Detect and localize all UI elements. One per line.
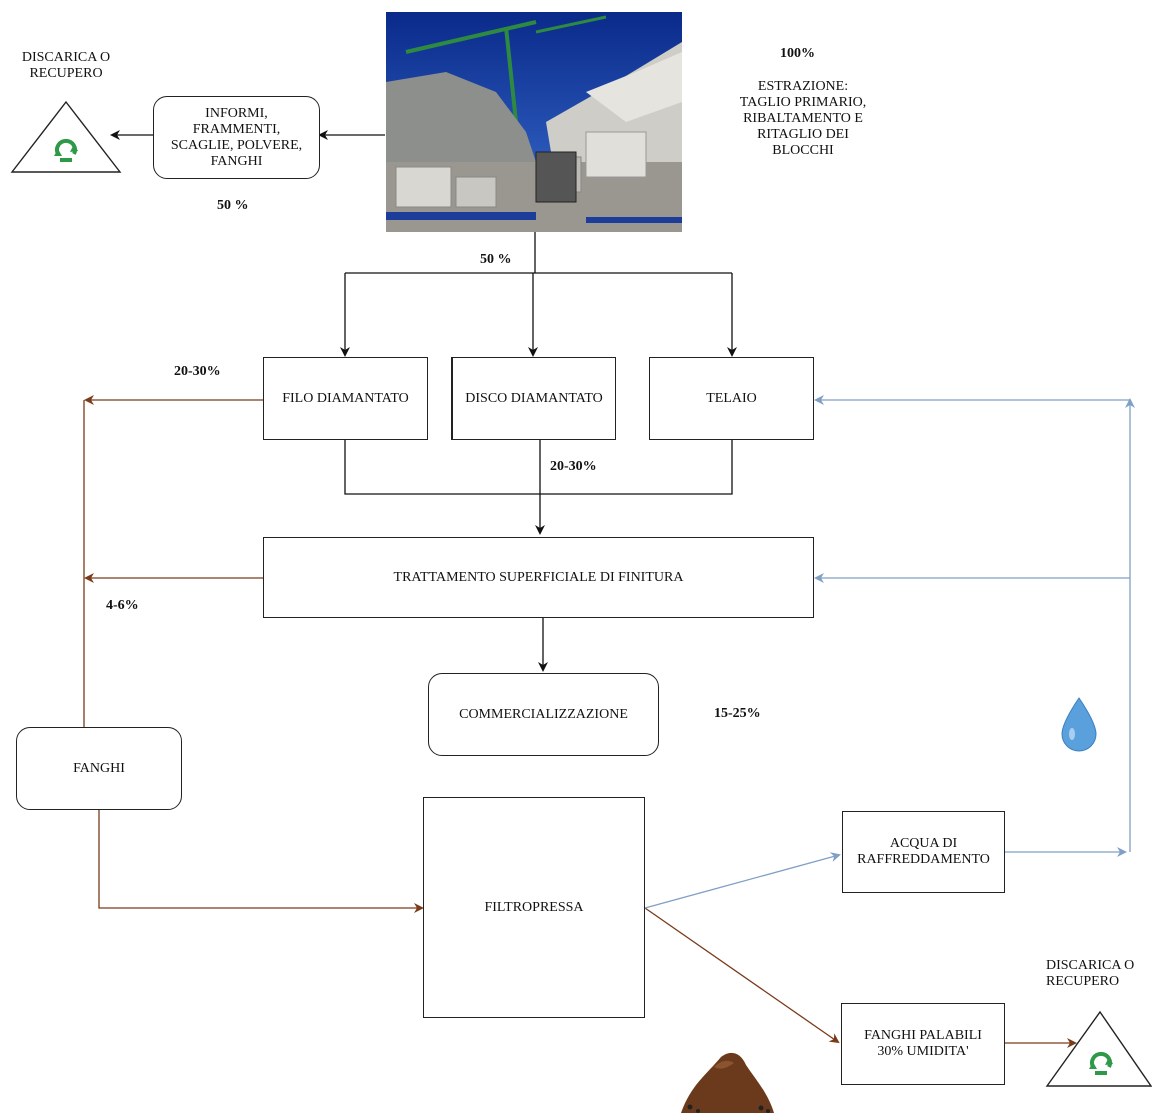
node-fanghi: FANGHI <box>16 727 182 810</box>
left-disposal-label: DISCARICA O RECUPERO <box>21 50 111 81</box>
left-disposal-triangle <box>10 100 122 173</box>
recycle-icon <box>54 138 78 162</box>
waste-box: INFORMI, FRAMMENTI, SCAGLIE, POLVERE, FA… <box>153 96 320 179</box>
percent-finishing: 4-6% <box>106 598 139 613</box>
node-fanghi-label: FANGHI <box>73 760 125 776</box>
node-acqua-label: ACQUA DI RAFFREDDAMENTO <box>857 836 990 867</box>
edge-filtropressa-to-palabili <box>644 907 840 1044</box>
sludge-flows <box>83 395 1077 1048</box>
extraction-flows <box>110 130 737 672</box>
node-filtropressa-label: FILTROPRESSA <box>484 899 584 915</box>
quarry-photo <box>386 12 682 232</box>
water-flows <box>644 395 1135 909</box>
edge-fanghi-to-filtropressa <box>98 810 424 913</box>
right-disposal-label: DISCARICA O RECUPERO <box>1046 958 1135 989</box>
water-drop-icon <box>1061 697 1097 752</box>
edge-filtropressa-to-acqua <box>644 852 841 909</box>
edge-merge-bar <box>344 440 733 495</box>
node-telaio-label: TELAIO <box>706 390 757 406</box>
node-fanghi-palabili: FANGHI PALABILI 30% UMIDITA' <box>841 1003 1005 1085</box>
node-trattamento: TRATTAMENTO SUPERFICIALE DI FINITURA <box>263 537 814 618</box>
node-disco-diamantato: DISCO DIAMANTATO <box>451 357 616 440</box>
node-commercializzazione-label: COMMERCIALIZZAZIONE <box>459 706 628 722</box>
waste-box-label: INFORMI, FRAMMENTI, SCAGLIE, POLVERE, FA… <box>170 105 303 169</box>
node-commercializzazione: COMMERCIALIZZAZIONE <box>428 673 659 756</box>
percent-extraction: 100% <box>780 46 815 61</box>
recycle-icon <box>1089 1051 1113 1075</box>
node-filo-label: FILO DIAMANTATO <box>282 390 409 406</box>
node-trattamento-label: TRATTAMENTO SUPERFICIALE DI FINITURA <box>393 569 684 585</box>
node-filtropressa: FILTROPRESSA <box>423 797 645 1018</box>
extraction-label: ESTRAZIONE: TAGLIO PRIMARIO, RIBALTAMENT… <box>739 79 867 158</box>
percent-cutting: 20-30% <box>174 364 221 379</box>
percent-cutting-mid: 20-30% <box>550 459 597 474</box>
soil-pile-icon <box>681 1052 774 1113</box>
node-disco-label: DISCO DIAMANTATO <box>465 390 603 406</box>
node-telaio: TELAIO <box>649 357 814 440</box>
node-acqua-raffreddamento: ACQUA DI RAFFREDDAMENTO <box>842 811 1005 893</box>
right-disposal-triangle <box>1045 1010 1152 1087</box>
percent-commerce: 15-25% <box>714 706 761 721</box>
percent-waste: 50 % <box>217 198 249 213</box>
percent-main: 50 % <box>480 252 512 267</box>
node-fanghi-palabili-label: FANGHI PALABILI 30% UMIDITA' <box>864 1028 982 1059</box>
node-filo-diamantato: FILO DIAMANTATO <box>263 357 428 440</box>
